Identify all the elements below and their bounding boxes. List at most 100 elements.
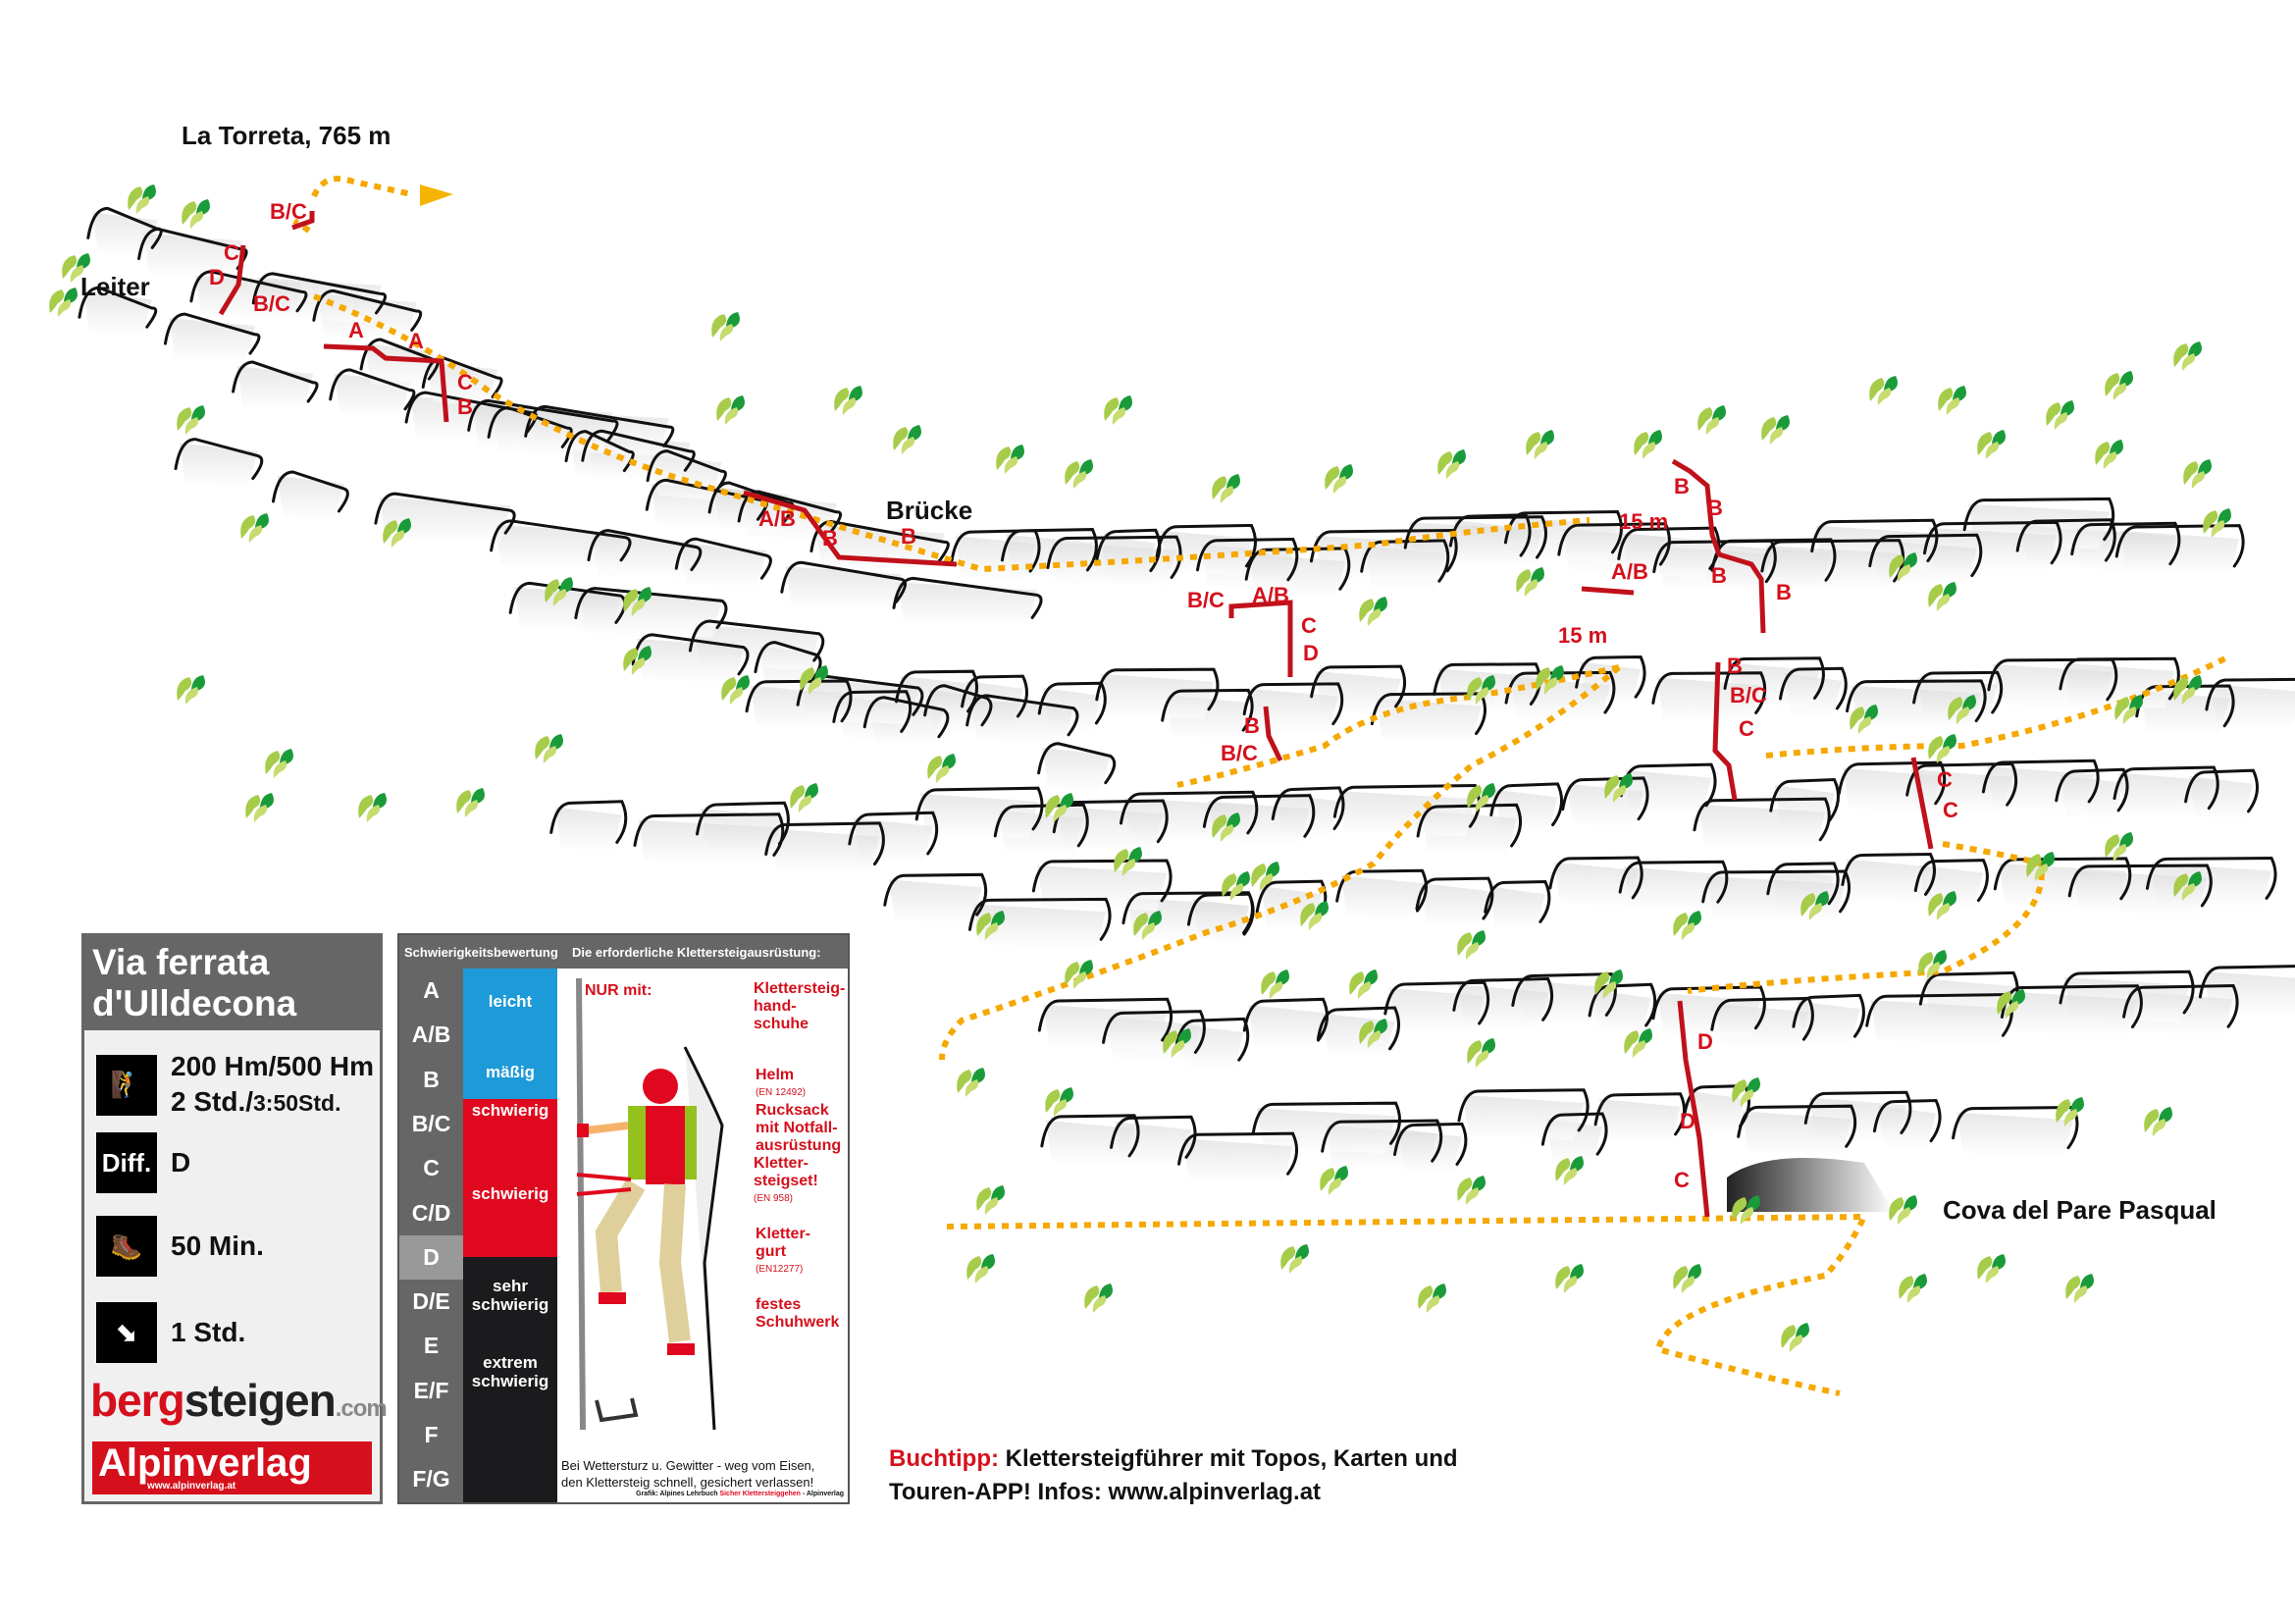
rock-outline [1766,862,1840,906]
rock-outline [1652,539,1777,584]
route-segment [1910,757,1934,850]
tree-icon [2095,440,2123,469]
rock-outline [1155,523,1257,568]
rock-outline [1119,790,1259,835]
direction-arrow-icon [420,184,453,206]
grade-E-F: E/F [413,1377,449,1403]
rock-outline [1174,1017,1250,1062]
tree-icon [2046,400,2074,430]
bergsteigen-logo: bergsteigen.com [90,1375,388,1426]
grade-label: B [822,526,838,550]
tree-icon [1928,891,1956,920]
rock-outline [1865,992,2013,1037]
tree-icon [1359,1019,1387,1048]
rock-outline [163,312,261,355]
tree-icon [1320,1166,1348,1195]
tree-icon [623,646,652,675]
rock-outline [1370,692,1487,736]
grade-A-B: A/B [411,1022,451,1048]
grade-label: B [457,394,473,419]
grade-label: C [1674,1168,1690,1192]
grade-label: C [1943,798,1958,822]
rock-outline [1448,513,1532,557]
grade-label: C [1937,767,1953,792]
rock-outline [137,228,248,271]
tree-icon [1938,386,1966,415]
rock-outline [1161,688,1254,732]
rock-outline [1868,533,1983,578]
grade-B-C: B/C [411,1110,451,1136]
rock-outline [1693,797,1831,842]
rock-outline [1251,1101,1401,1145]
equip-set: Kletter-steigset!(EN 958) [754,1155,818,1204]
tree-icon [1594,969,1623,999]
tree-icon [2105,832,2133,862]
rock-outline [1316,1006,1400,1051]
grade-E: E [423,1333,440,1359]
tree-icon [1437,449,1466,479]
grade-F: F [424,1422,439,1447]
approach-path [292,218,311,234]
tree-icon [711,312,740,341]
rock-outline [1332,784,1481,828]
rock-outline [271,470,349,513]
tree-icon [1604,773,1633,803]
tree-icon [2065,1274,2094,1303]
tree-icon [1555,1264,1584,1293]
rock-outline [1710,996,1814,1041]
route-segment [218,244,246,316]
rock-outline [1618,860,1729,904]
rock-outline [1922,520,2062,565]
grade-label: B/C [1187,588,1225,612]
rock-outline [1993,857,2132,901]
rock-outline [1841,853,1936,896]
rock-outline [2055,767,2129,812]
equip-harness: Kletter-gurt(EN12277) [756,1226,811,1275]
grade-D-E: D/E [412,1288,450,1315]
tree-icon [2173,675,2202,705]
tree-icon [358,793,387,822]
rock-outline [524,404,675,447]
tree-icon [1697,405,1726,435]
tree-icon [1163,1028,1191,1058]
tree-icon [1732,1195,1760,1225]
rock-outline [1723,656,1825,700]
tree-icon [1899,1274,1927,1303]
rock-outline [1987,657,2118,702]
grade-label: B [1707,496,1723,520]
approach-path [311,176,413,198]
grade-label: D [1680,1109,1695,1133]
difficulty-legend: Schwierigkeitsbewertung Die erforderlich… [397,933,850,1504]
grade-label: B [1727,654,1743,678]
tree-icon [2056,1097,2084,1126]
tree-icon [1977,1254,2006,1283]
rock-outline [1540,1112,1608,1156]
tree-icon [177,675,205,705]
grade-label: B [1674,474,1690,498]
credit: Grafik: Alpines Lehrbuch Sicher Kletters… [636,1491,844,1497]
rock-outline [950,529,1041,573]
route-segment [323,343,449,423]
tree-icon [245,793,274,822]
grade-label: B/C [1730,683,1767,707]
rock-outline [965,694,1079,737]
route-segment [1671,458,1766,634]
rock-outline [1803,1090,1912,1134]
rock-outline [862,696,950,739]
summit-label: La Torreta, 765 m [182,121,391,150]
tree-icon [545,577,573,606]
tree-icon [1280,1244,1309,1274]
rock-outline [967,897,1112,941]
rock-outline [1981,759,2100,804]
route-segment [1581,586,1635,596]
rock-outline [1037,681,1107,725]
trees [49,184,2231,1352]
rock-outline [1393,1122,1468,1166]
tree-icon [265,749,293,778]
tree-icon [957,1068,985,1097]
rock-outline [1403,515,1547,559]
